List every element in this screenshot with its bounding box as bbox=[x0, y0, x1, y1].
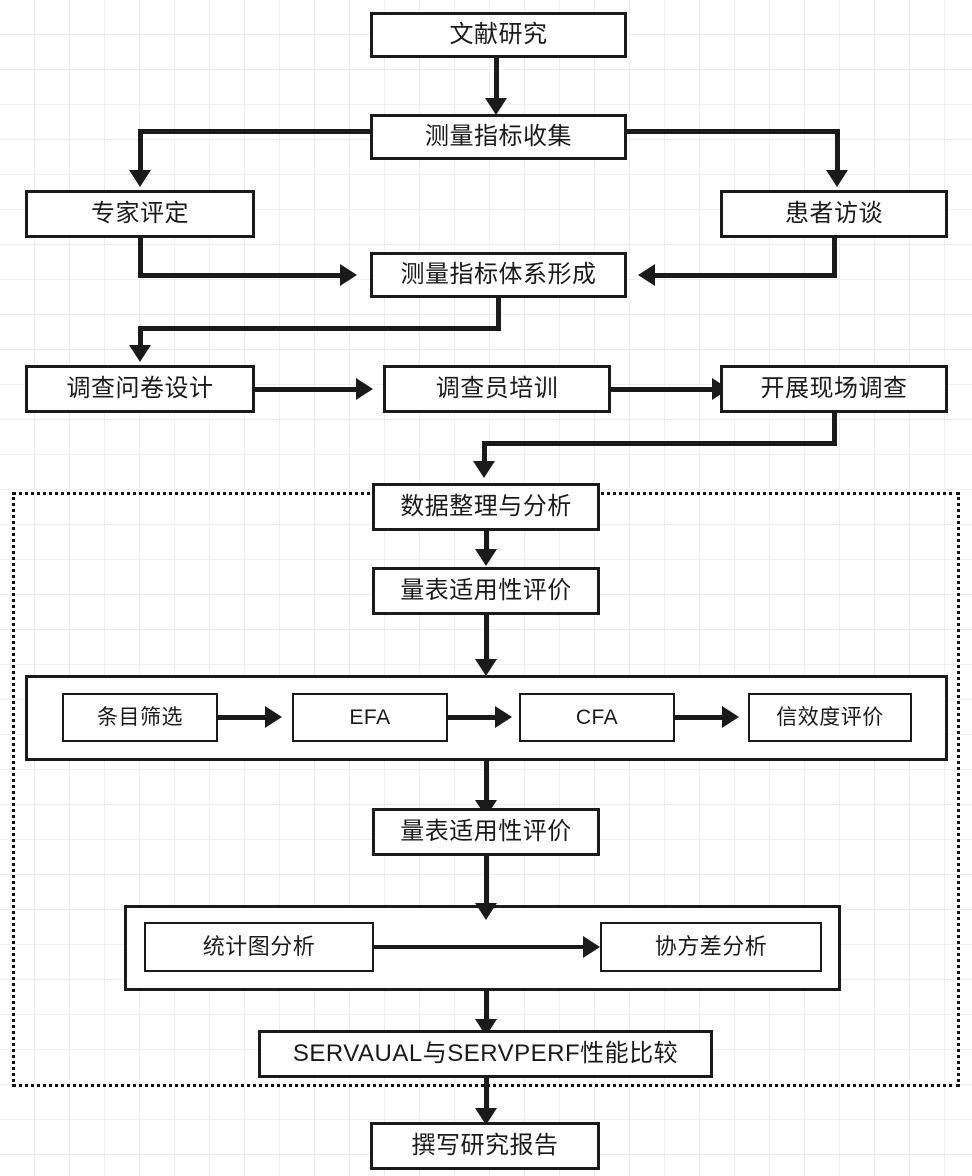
node-label: 协方差分析 bbox=[654, 934, 768, 959]
connector-expert-to-system-vertical bbox=[138, 238, 143, 278]
node-label: 开展现场调查 bbox=[760, 375, 908, 402]
connector-training-to-survey bbox=[611, 387, 719, 392]
connector-survey-to-data-horizontal bbox=[482, 441, 837, 446]
node-label: 专家评定 bbox=[91, 200, 189, 227]
node-indicator-collection[interactable]: 测量指标收集 bbox=[370, 114, 627, 160]
connector-collection-to-patient-vertical bbox=[835, 129, 840, 172]
arrowhead-scale1-to-efa-group bbox=[475, 659, 497, 676]
connector-patient-to-system-vertical bbox=[832, 238, 837, 278]
arrowhead-data-to-scale1 bbox=[475, 549, 497, 566]
connector-collection-to-expert-horizontal bbox=[138, 129, 372, 134]
node-cfa[interactable]: CFA bbox=[519, 693, 675, 742]
node-covariance-analysis[interactable]: 协方差分析 bbox=[600, 922, 822, 972]
node-write-report[interactable]: 撰写研究报告 bbox=[370, 1122, 600, 1170]
node-investigator-training[interactable]: 调查员培训 bbox=[383, 365, 611, 413]
arrowhead-literature-to-collection bbox=[485, 98, 507, 115]
node-label: 患者访谈 bbox=[785, 200, 883, 227]
connector-literature-to-collection bbox=[494, 58, 499, 101]
node-label: CFA bbox=[575, 706, 619, 729]
connector-system-to-questionnaire-horizontal bbox=[138, 326, 501, 331]
connector-servqual-to-report bbox=[484, 1078, 489, 1112]
node-label: 文献研究 bbox=[449, 21, 548, 48]
connector-collection-to-expert-vertical bbox=[138, 129, 143, 172]
node-reliability-validity[interactable]: 信效度评价 bbox=[748, 693, 912, 742]
node-label: 条目筛选 bbox=[97, 706, 183, 729]
node-scale-applicability-2[interactable]: 量表适用性评价 bbox=[372, 808, 600, 856]
connector-system-to-questionnaire-vertical-b bbox=[138, 326, 143, 346]
node-label: 统计图分析 bbox=[202, 934, 316, 959]
connector-scale1-to-efa-group bbox=[484, 615, 489, 663]
arrowhead-chart-to-covariance bbox=[583, 936, 600, 958]
node-label: 测量指标体系形成 bbox=[400, 261, 597, 288]
node-label: 量表适用性评价 bbox=[400, 577, 572, 604]
connector-patient-to-system-horizontal bbox=[655, 273, 837, 278]
arrowhead-questionnaire-to-training bbox=[356, 378, 373, 400]
connector-efa-to-cfa bbox=[448, 715, 502, 720]
connector-data-to-scale1 bbox=[484, 531, 489, 552]
node-expert-rating[interactable]: 专家评定 bbox=[25, 190, 255, 238]
node-label: 数据整理与分析 bbox=[400, 493, 572, 520]
connector-stats-group-to-servqual bbox=[484, 991, 489, 1023]
node-field-survey[interactable]: 开展现场调查 bbox=[720, 365, 948, 413]
node-label: 调查员培训 bbox=[435, 375, 559, 402]
arrowhead-collection-to-expert bbox=[129, 170, 151, 187]
connector-expert-to-system-horizontal bbox=[138, 273, 342, 278]
arrowhead-patient-to-system bbox=[638, 264, 655, 286]
arrowhead-collection-to-patient bbox=[826, 170, 848, 187]
connector-efa-group-to-scale2 bbox=[484, 761, 489, 804]
node-chart-analysis[interactable]: 统计图分析 bbox=[144, 922, 374, 972]
node-scale-applicability-1[interactable]: 量表适用性评价 bbox=[372, 567, 600, 615]
node-literature-review[interactable]: 文献研究 bbox=[370, 12, 627, 58]
node-servqual-comparison[interactable]: SERVAUAL与SERVPERF性能比较 bbox=[258, 1030, 713, 1078]
node-questionnaire-design[interactable]: 调查问卷设计 bbox=[25, 365, 255, 413]
connector-collection-to-patient-horizontal bbox=[625, 129, 840, 134]
node-label: 测量指标收集 bbox=[425, 123, 572, 150]
arrowhead-scale2-to-stats-group bbox=[475, 903, 497, 920]
arrowhead-expert-to-system bbox=[340, 264, 357, 286]
arrowhead-screening-to-efa bbox=[265, 706, 282, 728]
node-efa[interactable]: EFA bbox=[292, 693, 448, 742]
arrowhead-survey-to-data bbox=[473, 461, 495, 478]
connector-system-to-questionnaire-vertical-a bbox=[496, 298, 501, 331]
connector-screening-to-efa bbox=[218, 715, 272, 720]
arrowhead-servqual-to-report bbox=[475, 1108, 497, 1125]
arrowhead-system-to-questionnaire bbox=[129, 345, 151, 362]
connector-scale2-to-stats-group bbox=[484, 856, 489, 906]
connector-chart-to-covariance bbox=[374, 945, 588, 949]
node-label: 撰写研究报告 bbox=[411, 1132, 559, 1159]
arrowhead-efa-to-cfa bbox=[495, 706, 512, 728]
node-label: EFA bbox=[349, 706, 391, 729]
node-label: SERVAUAL与SERVPERF性能比较 bbox=[292, 1040, 679, 1067]
node-item-screening[interactable]: 条目筛选 bbox=[62, 693, 218, 742]
node-label: 信效度评价 bbox=[776, 706, 884, 729]
node-label: 调查问卷设计 bbox=[66, 375, 214, 402]
connector-survey-to-data-vertical-b bbox=[482, 441, 487, 463]
node-data-processing[interactable]: 数据整理与分析 bbox=[372, 483, 600, 531]
node-label: 量表适用性评价 bbox=[400, 818, 572, 845]
node-indicator-system[interactable]: 测量指标体系形成 bbox=[370, 252, 627, 298]
arrowhead-cfa-to-reliability bbox=[722, 706, 739, 728]
connector-survey-to-data-vertical-a bbox=[832, 413, 837, 446]
node-patient-interview[interactable]: 患者访谈 bbox=[720, 190, 948, 238]
connector-cfa-to-reliability bbox=[675, 715, 729, 720]
connector-questionnaire-to-training bbox=[255, 387, 363, 392]
